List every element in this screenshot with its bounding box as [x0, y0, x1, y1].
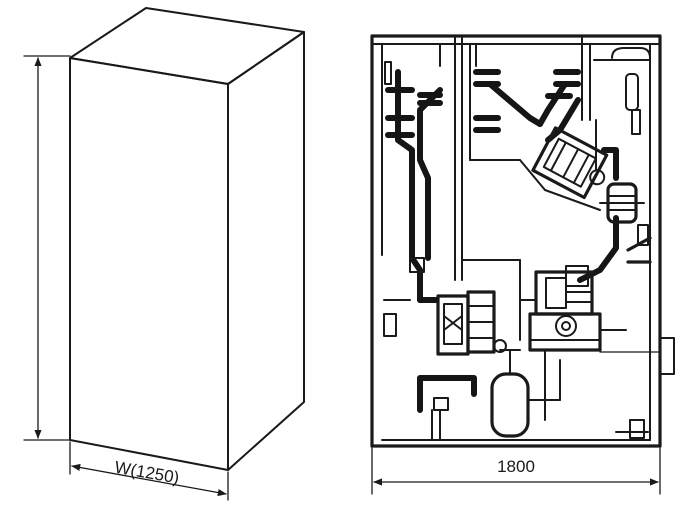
cabinet-side-face [227, 31, 305, 471]
earthing-busbar [417, 375, 477, 441]
front-door-panel [593, 43, 675, 441]
height-dimension [23, 55, 71, 441]
main-conductors [395, 81, 619, 303]
switchgear-section-view: 1800 [370, 34, 675, 495]
current-transformer [599, 182, 645, 224]
cabinet-top-face [69, 7, 305, 85]
depth-dimension: 1800 [371, 447, 661, 495]
lower-insulator [490, 349, 561, 438]
width-label: W(1250) [113, 458, 180, 488]
busbar-compartments [371, 35, 661, 281]
depth-label: 1800 [497, 457, 535, 476]
cabinet-3d-view: W(1250) [23, 7, 305, 501]
busbar-insulators-left [385, 69, 443, 143]
upper-breaker-unit [531, 126, 609, 200]
cable-compartment [383, 61, 411, 337]
mechanism-assembly [519, 265, 627, 352]
width-dimension: W(1250) [69, 441, 229, 501]
enclosure-outline [370, 34, 662, 448]
cabinet-front-face [69, 57, 229, 471]
lower-breaker-truck [417, 290, 507, 356]
